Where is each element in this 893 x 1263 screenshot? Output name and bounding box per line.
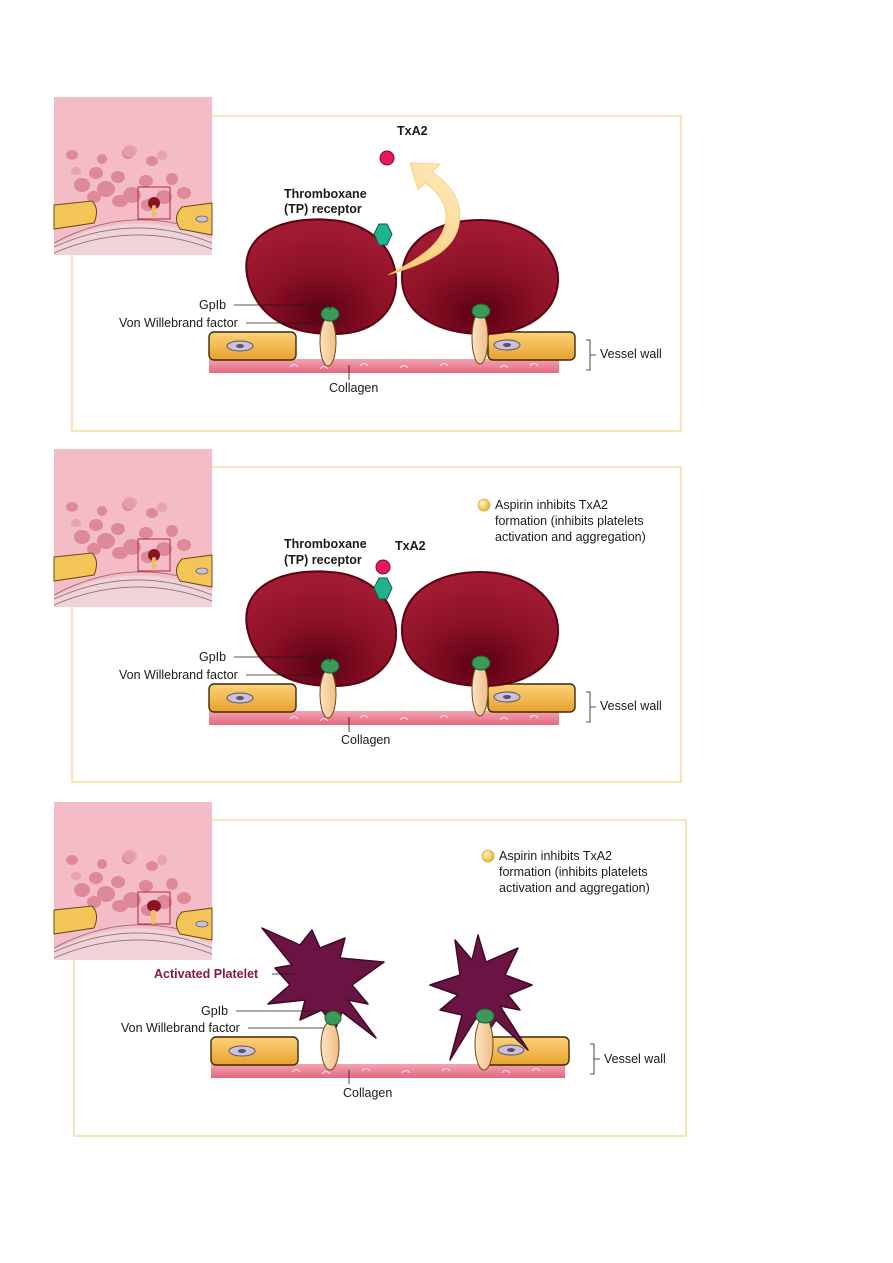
vessel-wall-label: Vessel wall [604, 1052, 666, 1066]
gplb-label: GpIb [199, 298, 226, 312]
vessel-wall-label: Vessel wall [600, 699, 662, 713]
aspirin-note-line1: Aspirin inhibits TxA2 [495, 498, 608, 512]
vessel-wall [211, 1064, 565, 1078]
aspirin-note-line2: formation (inhibits platelets [495, 514, 644, 528]
activated-platelet-label: Activated Platelet [154, 967, 259, 981]
activated-platelet-right [429, 934, 533, 1061]
aspirin-note-line3: activation and aggregation) [499, 881, 650, 895]
von-willebrand-factor [319, 317, 337, 367]
txa2-release-arrow [387, 162, 461, 276]
aspirin-bullet-icon [477, 498, 491, 512]
panel-aspirin: Aspirin inhibits TxA2 formation (inhibit… [53, 448, 682, 783]
inset-thumbnail [53, 801, 213, 961]
txa2-molecule [379, 150, 395, 166]
gplb-receptor [471, 655, 491, 671]
inset-thumbnail [53, 96, 213, 256]
vwf-label: Von Willebrand factor [119, 316, 238, 330]
panel-activated: Aspirin inhibits TxA2 formation (inhibit… [53, 801, 687, 1137]
txa2-label: TxA2 [395, 539, 426, 553]
platelet-right [400, 570, 560, 688]
panel-normal: TxA2 Thromboxane (TP) receptor GpIb Von … [53, 96, 682, 432]
txa2-molecule [375, 559, 391, 575]
collagen-label: Collagen [343, 1086, 392, 1100]
receptor-label-line2: (TP) receptor [284, 202, 362, 216]
tp-receptor [373, 223, 393, 246]
gplb-receptor [475, 1008, 495, 1024]
receptor-label-line1: Thromboxane [284, 537, 367, 551]
receptor-label-line1: Thromboxane [284, 187, 367, 201]
panel-frame [71, 466, 682, 783]
collagen-label: Collagen [341, 733, 390, 747]
von-willebrand-factor [320, 1021, 340, 1071]
txa2-label: TxA2 [397, 124, 428, 138]
panel-frame [71, 115, 682, 432]
receptor-label-line2: (TP) receptor [284, 553, 362, 567]
gplb-label: GpIb [199, 650, 226, 664]
vessel-wall [209, 359, 559, 373]
aspirin-note-line1: Aspirin inhibits TxA2 [499, 849, 612, 863]
collagen-label: Collagen [329, 381, 378, 395]
panel-frame [73, 819, 687, 1137]
aspirin-note-line2: formation (inhibits platelets [499, 865, 648, 879]
aspirin-note-line3: activation and aggregation) [495, 530, 646, 544]
vwf-label: Von Willebrand factor [121, 1021, 240, 1035]
von-willebrand-factor [471, 663, 489, 717]
gplb-receptor [324, 1010, 342, 1026]
vessel-wall-label: Vessel wall [600, 347, 662, 361]
vessel-wall [209, 711, 559, 725]
von-willebrand-factor [471, 311, 489, 365]
activated-platelet-left [261, 927, 385, 1039]
tp-receptor [373, 577, 393, 600]
gplb-receptor [471, 303, 491, 319]
vwf-label: Von Willebrand factor [119, 668, 238, 682]
gplb-label: GpIb [201, 1004, 228, 1018]
inset-thumbnail [53, 448, 213, 608]
endothelial-cell [481, 1036, 570, 1066]
von-willebrand-factor [319, 669, 337, 719]
aspirin-bullet-icon [481, 849, 495, 863]
von-willebrand-factor [474, 1017, 494, 1071]
